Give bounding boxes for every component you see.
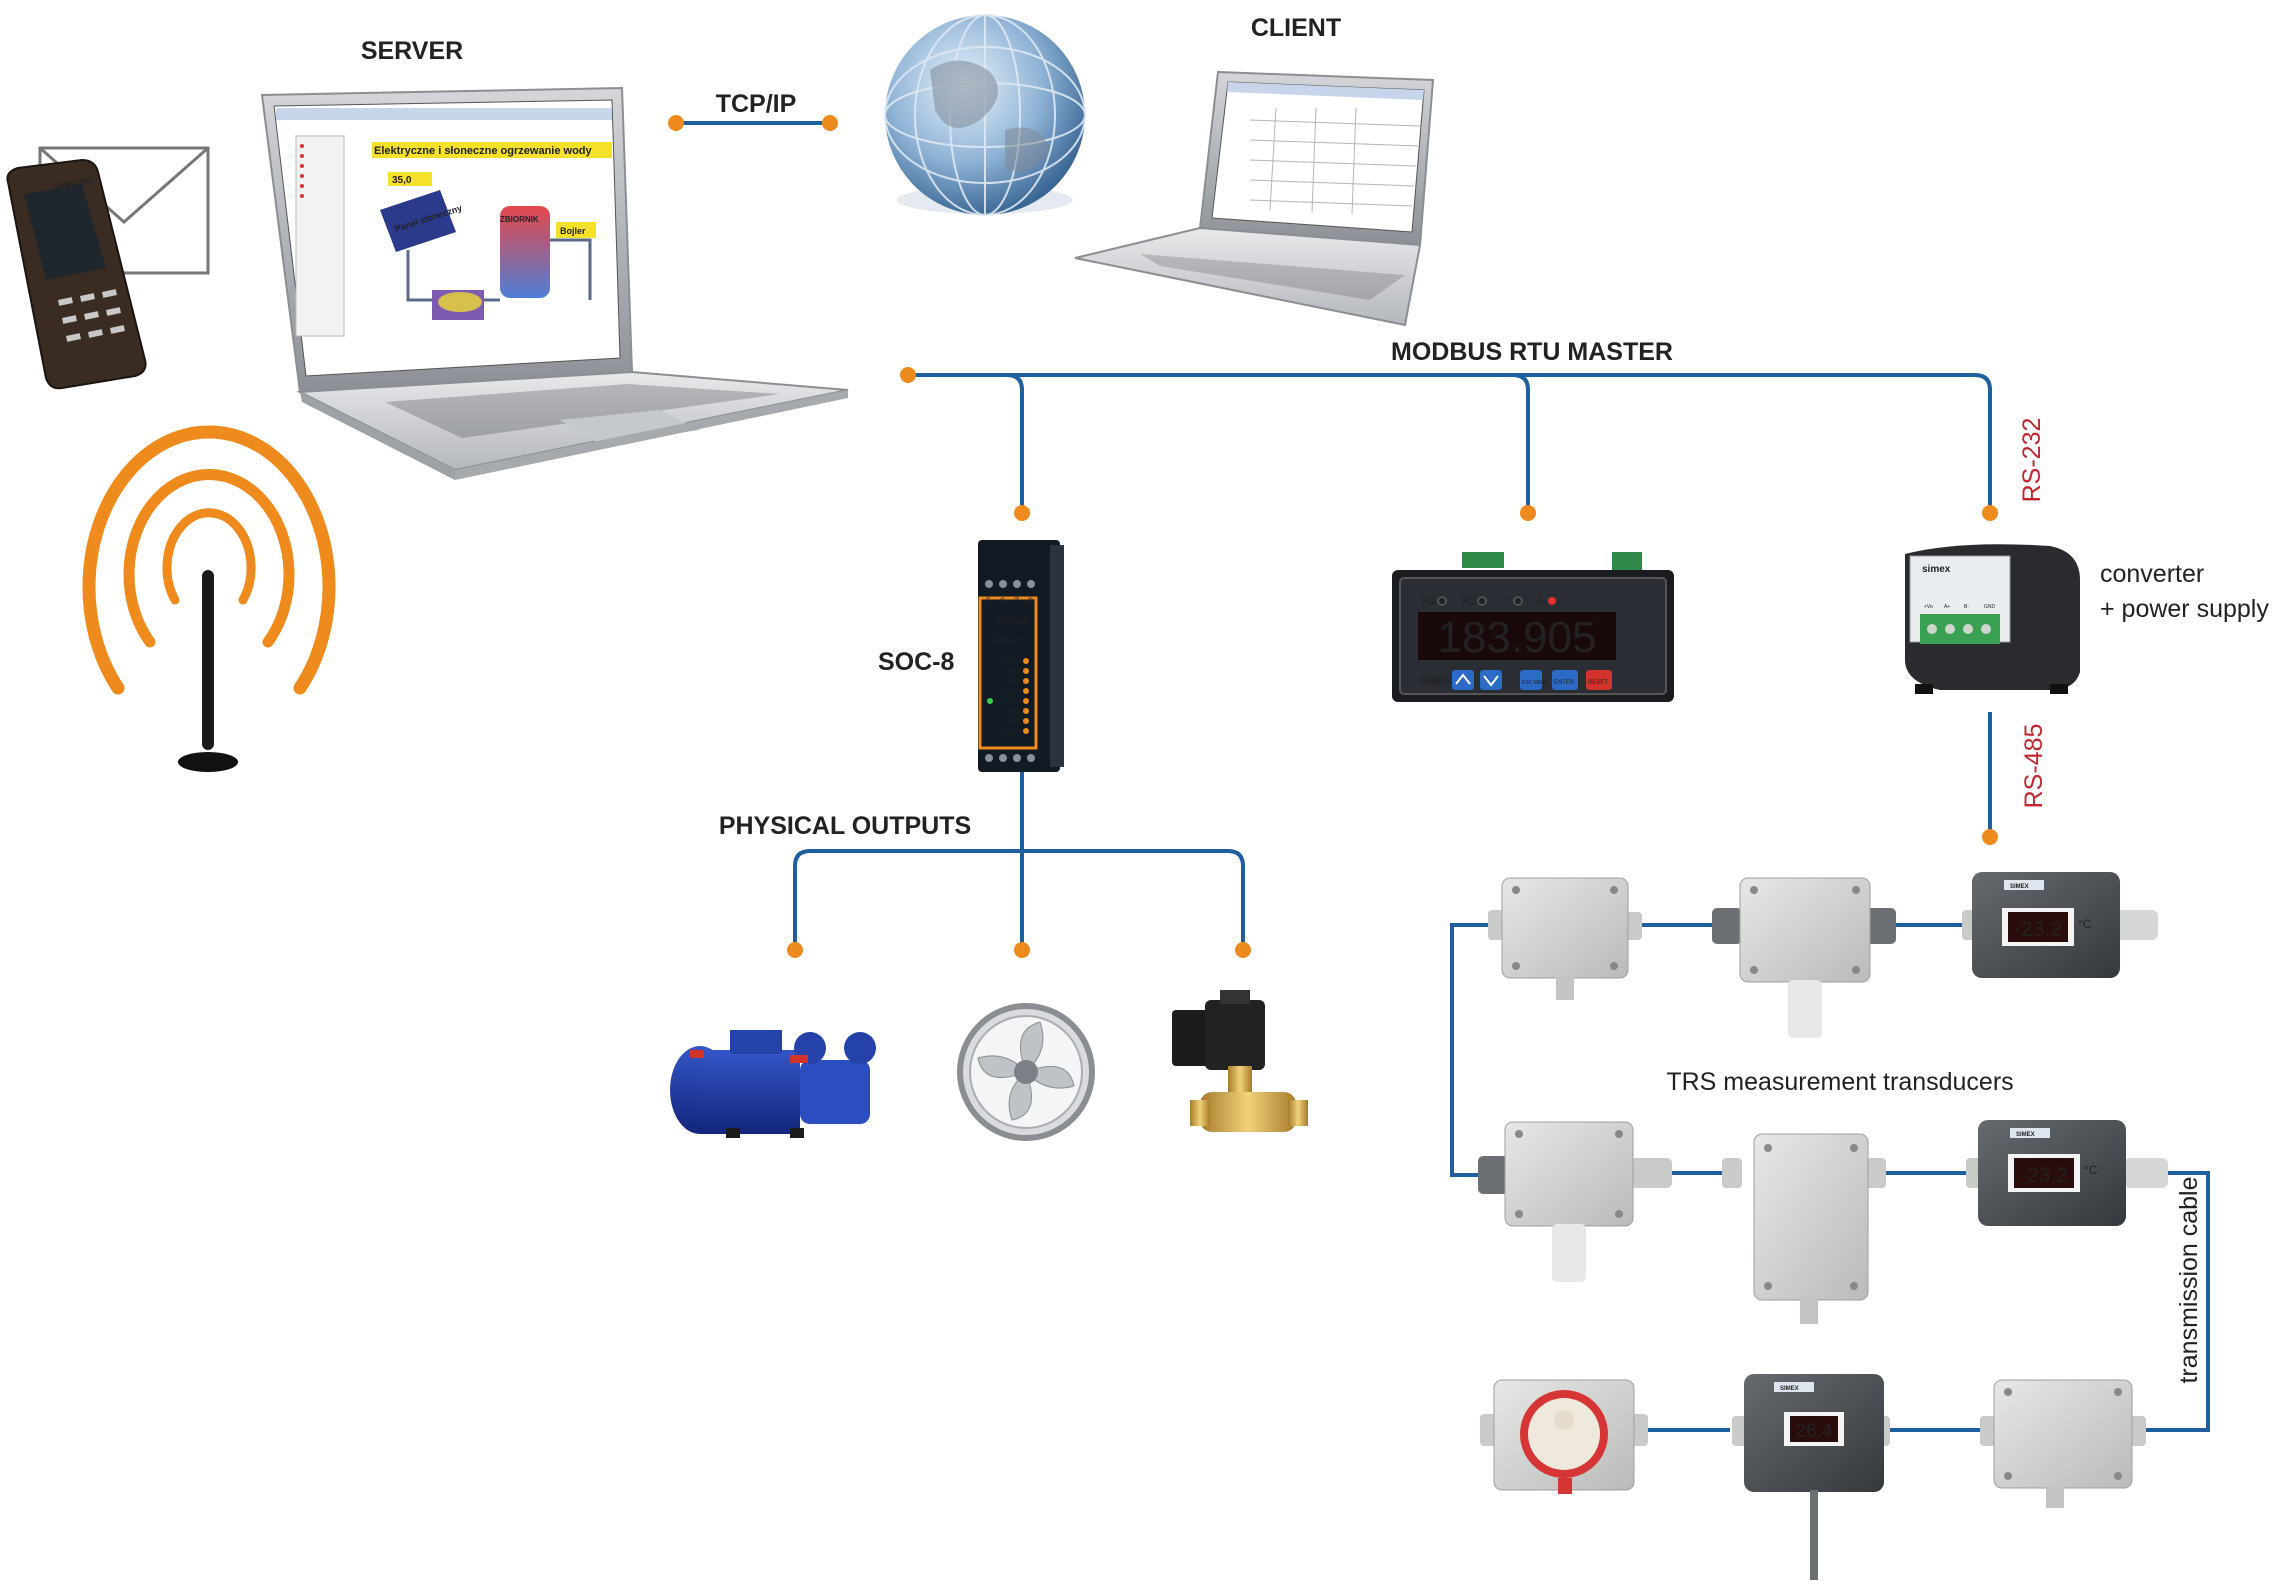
converter-label-line1: converter	[2100, 560, 2204, 588]
meter-led-r2	[1477, 596, 1487, 606]
converter-terminal-a: A+	[1944, 604, 1950, 610]
soc8-out-3: OUT3	[1004, 679, 1021, 685]
fan-icon	[957, 1003, 1095, 1141]
trs-display-2-brand: SIMEX	[2016, 1132, 2035, 1138]
soc8-out-6: OUT6	[1004, 709, 1021, 715]
soc8-brand: simex	[996, 615, 1028, 627]
bus-dot-meter	[1520, 505, 1536, 521]
rs485-dot	[1982, 829, 1998, 845]
soc8-out-8: OUT8	[1004, 729, 1021, 735]
meter-brand: SIMEX	[1420, 676, 1451, 687]
soc8-out-5: OUT5	[1004, 699, 1021, 705]
meter-indicator-r2: R2	[1462, 595, 1476, 607]
modbus-label: MODBUS RTU MASTER	[1391, 338, 1673, 366]
bus-drop-meter	[1512, 373, 1530, 512]
trs-display-1-unit: °C	[2078, 917, 2092, 931]
meter-led-z	[1548, 597, 1556, 605]
converter-power-supply: simex +Vo A+ B- GND	[1905, 544, 2080, 694]
transmission-cable-label: transmission cable	[2175, 1176, 2203, 1383]
soc8-out-2: OUT2	[1004, 669, 1021, 675]
internet-globe-icon	[884, 14, 1086, 216]
bus-dot-master	[900, 367, 916, 383]
server-screen-boiler: Bojler	[560, 226, 586, 236]
meter-enter-button: ENTER	[1554, 680, 1575, 686]
trs-display-3-brand: SIMEX	[1780, 1386, 1799, 1392]
meter-led-c	[1513, 596, 1523, 606]
converter-terminal-b: B-	[1964, 604, 1969, 610]
soc8-output-list: OUT1 OUT2 OUT3 OUT4 OUT5 OUT6 OUT7 OUT8	[1004, 659, 1021, 735]
trs-display-box-3: SIMEX 26.4	[1732, 1374, 1890, 1580]
transmission-cable-wire	[2140, 1171, 2210, 1432]
soc8-out-7: OUT7	[1004, 719, 1021, 725]
output-dot-fan	[1014, 942, 1030, 958]
mobile-phone-icon: SAMSUNG	[6, 158, 147, 390]
physical-outputs-label: PHYSICAL OUTPUTS	[719, 812, 971, 840]
meter-led-r1	[1437, 596, 1447, 606]
meter-indicators: R1 R2 C Z	[1422, 595, 1556, 607]
server-screen-tank: ZBIORNIK	[500, 215, 539, 224]
soc8-terminal-7: 7	[1014, 596, 1019, 606]
soc8-label: SOC-8	[878, 648, 955, 676]
trs-box-1	[1488, 877, 1642, 1000]
modbus-bus	[908, 373, 1992, 512]
rs485-label: RS-485	[2020, 724, 2048, 809]
trs-box-4	[1722, 1133, 1886, 1324]
trs-siren-box	[1480, 1379, 1648, 1494]
panel-meter: R1 R2 C Z 183.905 SIMEX ESC MENU ENTER R…	[1392, 552, 1674, 702]
trs-box-5	[1980, 1379, 2146, 1508]
client-label: CLIENT	[1251, 14, 1341, 42]
server-screen-title: Elektryczne i słoneczne ogrzewanie wody	[374, 145, 593, 157]
trs-display-1-value: -23.2	[2014, 918, 2062, 941]
meter-display: 183.905	[1437, 613, 1596, 662]
wires	[676, 121, 2210, 1432]
trs-display-2-value: -23.2	[2020, 1164, 2068, 1187]
trs-box-2	[1712, 877, 1896, 1038]
meter-indicator-r1: R1	[1422, 595, 1436, 607]
soc8-model-text: SOC-8	[994, 636, 1019, 645]
server-label: SERVER	[361, 37, 463, 65]
solenoid-valve-icon	[1172, 990, 1308, 1132]
gsm-antenna-icon	[82, 425, 336, 772]
meter-reset-button: RESET	[1588, 680, 1608, 686]
trs-display-box-2: SIMEX -23.2 °C	[1966, 1120, 2168, 1226]
bus-drop-soc8	[1006, 373, 1024, 512]
server-screen-temp: 35,0	[392, 175, 412, 186]
output-dot-valve	[1235, 942, 1251, 958]
server-laptop: Elektryczne i słoneczne ogrzewanie wody …	[260, 86, 849, 480]
soc8-terminal-labels: 5 6 7 8	[986, 596, 1033, 606]
converter-label-line2: + power supply	[2100, 595, 2269, 623]
trs-label: TRS measurement transducers	[1666, 1068, 2013, 1096]
soc8-terminal-6: 6	[1000, 596, 1005, 606]
soc8-out-4: OUT4	[1004, 689, 1021, 695]
bus-dot-converter	[1982, 505, 1998, 521]
meter-indicator-c: C	[1502, 595, 1510, 607]
meter-esc-button: ESC MENU	[1522, 680, 1549, 686]
physical-outputs-bus	[793, 849, 1245, 950]
trs-display-2-unit: °C	[2084, 1163, 2098, 1177]
soc8-terminal-8: 8	[1028, 596, 1033, 606]
connection-dots	[668, 115, 1998, 958]
rs232-label: RS-232	[2018, 418, 2046, 503]
tcpip-dot-left	[668, 115, 684, 131]
bus-dot-soc8	[1014, 505, 1030, 521]
meter-indicator-z: Z	[1536, 595, 1543, 607]
client-laptop	[1074, 70, 1435, 327]
soc8-terminal-5: 5	[986, 596, 991, 606]
soc8-module: 5 6 7 8 simex SOC-8 OUT1 OUT2 OUT3 OUT4 …	[978, 540, 1064, 772]
tcpip-label: TCP/IP	[716, 90, 797, 118]
trs-display-3-value: 26.4	[1796, 1421, 1833, 1442]
tcpip-dot-right	[822, 115, 838, 131]
rs485-chain-left	[1450, 923, 1490, 1177]
trs-display-box-1: SIMEX -23.2 °C	[1962, 872, 2158, 978]
converter-brand: simex	[1922, 564, 1951, 575]
output-dot-pump	[787, 942, 803, 958]
trs-display-1-brand: SIMEX	[2010, 884, 2029, 890]
soc8-out-1: OUT1	[1004, 659, 1021, 665]
converter-terminal-gnd: GND	[1984, 604, 1996, 610]
converter-terminal-vo: +Vo	[1924, 604, 1933, 610]
pump-icon	[670, 1030, 876, 1138]
trs-box-3	[1478, 1121, 1672, 1282]
